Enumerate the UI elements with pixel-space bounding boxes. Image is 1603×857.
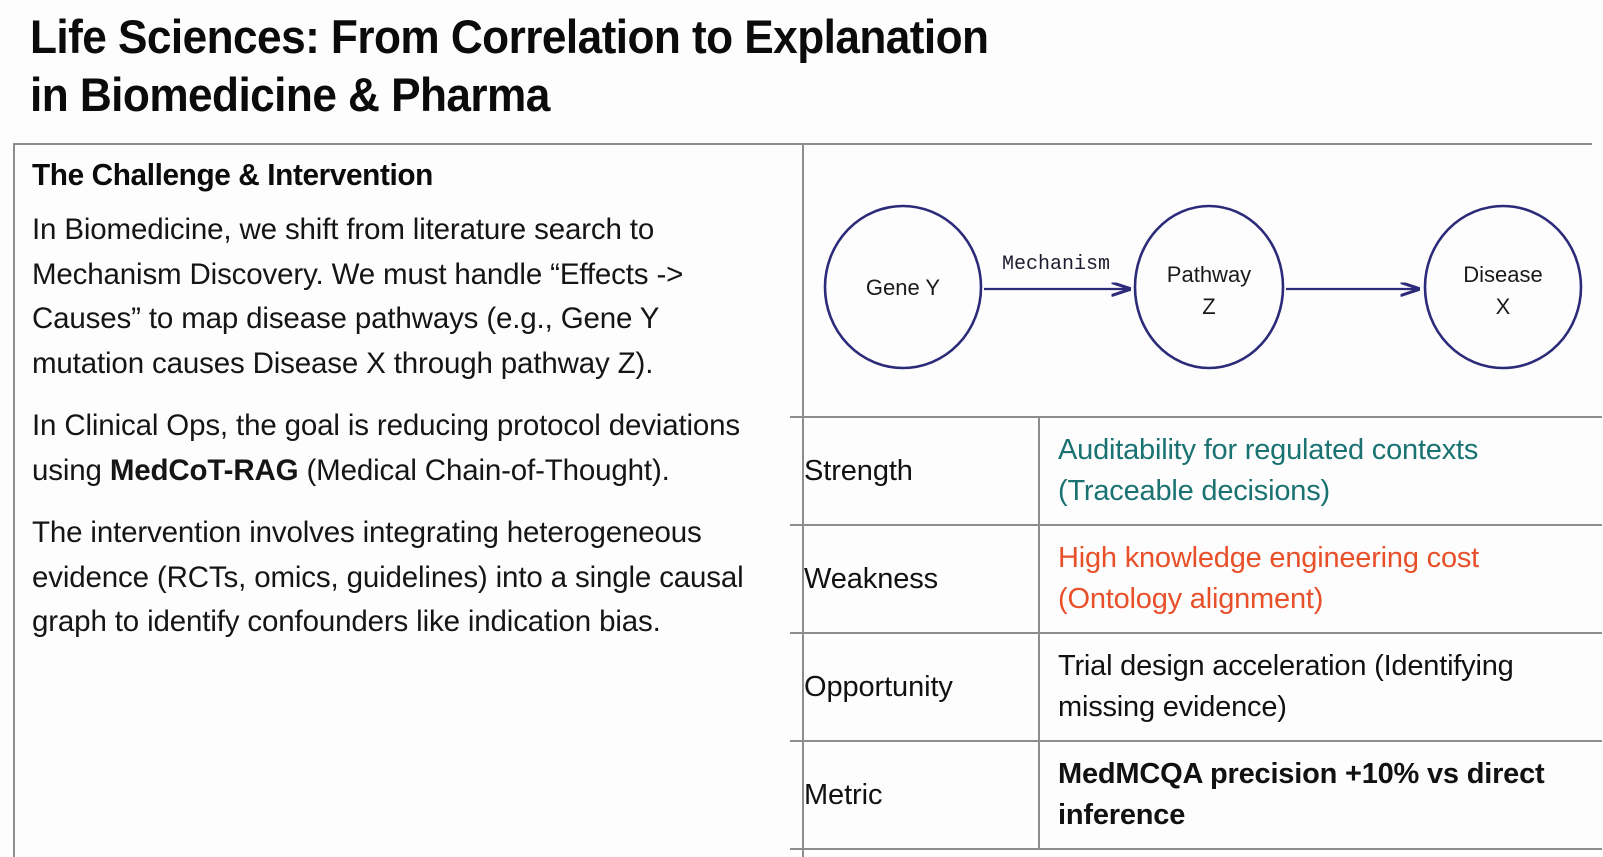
page-title-line-1: Life Sciences: From Correlation to Expla… bbox=[30, 10, 989, 63]
row-value-opportunity: Trial design acceleration (Identifying m… bbox=[1039, 632, 1602, 741]
left-column: The Challenge & Intervention In Biomedic… bbox=[32, 156, 774, 645]
paragraph-biomedicine: In Biomedicine, we shift from literature… bbox=[32, 208, 774, 386]
mechanism-edge-label: Mechanism bbox=[1002, 253, 1110, 276]
pathway-z-label-line1: Pathway bbox=[1167, 262, 1251, 287]
diagram-edge-mechanism: Mechanism bbox=[984, 253, 1129, 289]
row-key-strength: Strength bbox=[790, 416, 1040, 525]
paragraph-biomedicine-text: In Biomedicine, we shift from literature… bbox=[32, 213, 684, 380]
gene-y-label: Gene Y bbox=[866, 275, 941, 300]
row-value-weakness: High knowledge engineering cost (Ontolog… bbox=[1039, 524, 1602, 633]
paragraph-intervention-text: The intervention involves integrating he… bbox=[32, 516, 744, 638]
clinical-ops-text-before: In Clinical Ops, the goal is reducing pr… bbox=[32, 409, 741, 487]
medcot-rag-emphasis: MedCoT-RAG bbox=[109, 453, 299, 487]
pathway-z-label-line2: Z bbox=[1202, 294, 1215, 319]
row-key-metric: Metric bbox=[790, 740, 1040, 850]
swot-table: Strength Auditability for regulated cont… bbox=[790, 416, 1602, 850]
table-row: Weakness High knowledge engineering cost… bbox=[790, 524, 1602, 633]
header-divider bbox=[14, 143, 1592, 145]
gene-y-circle bbox=[823, 204, 983, 370]
table-row: Opportunity Trial design acceleration (I… bbox=[790, 632, 1602, 741]
pathway-z-circle bbox=[1133, 204, 1285, 370]
left-edge-rule bbox=[13, 143, 15, 857]
table-row: Strength Auditability for regulated cont… bbox=[790, 416, 1602, 525]
section-heading: The Challenge & Intervention bbox=[32, 157, 433, 192]
table-row: Metric MedMCQA precision +10% vs direct … bbox=[790, 740, 1602, 850]
causal-chain-svg: Gene Y Mechanism Pathway Z Disease X bbox=[823, 204, 1583, 370]
paragraph-intervention: The intervention involves integrating he… bbox=[32, 511, 774, 645]
disease-x-label-line2: X bbox=[1496, 294, 1511, 319]
clinical-ops-text-after: (Medical Chain-of-Thought). bbox=[298, 453, 670, 487]
page-title-line-2: in Biomedicine & Pharma bbox=[30, 68, 550, 121]
diagram-node-gene-y: Gene Y bbox=[823, 204, 983, 370]
row-value-metric: MedMCQA precision +10% vs direct inferen… bbox=[1039, 740, 1602, 850]
paragraph-clinical-ops: In Clinical Ops, the goal is reducing pr… bbox=[32, 404, 774, 493]
row-value-strength: Auditability for regulated contexts (Tra… bbox=[1039, 416, 1602, 525]
disease-x-label-line1: Disease bbox=[1463, 262, 1542, 287]
page-title: Life Sciences: From Correlation to Expla… bbox=[30, 8, 1350, 124]
diagram-node-disease-x: Disease X bbox=[1423, 204, 1583, 370]
disease-x-circle bbox=[1423, 204, 1583, 370]
row-key-weakness: Weakness bbox=[790, 524, 1040, 633]
causal-chain-diagram: Gene Y Mechanism Pathway Z Disease X bbox=[806, 147, 1600, 415]
diagram-node-pathway-z: Pathway Z bbox=[1133, 204, 1285, 370]
row-key-opportunity: Opportunity bbox=[790, 632, 1040, 741]
